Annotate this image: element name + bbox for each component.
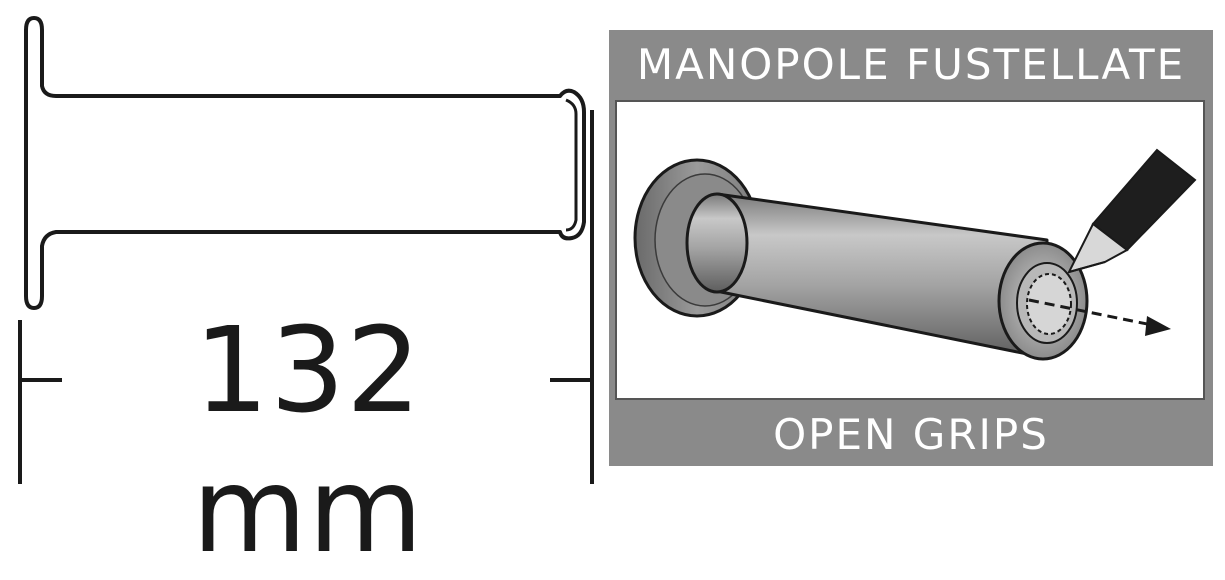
dashed-arrow-icon bbox=[1028, 298, 1158, 328]
open-grips-panel: MANOPOLE FUSTELLATE bbox=[609, 30, 1213, 466]
grip-body bbox=[715, 192, 1049, 360]
panel-subtitle-banner: OPEN GRIPS bbox=[773, 410, 1049, 459]
grip-profile-outline bbox=[24, 16, 586, 310]
knife-icon bbox=[1067, 148, 1197, 274]
panel-title-banner: MANOPOLE FUSTELLATE bbox=[636, 40, 1186, 89]
grip-end-detail bbox=[565, 98, 578, 232]
length-measurement-label: 132 mm bbox=[192, 301, 424, 579]
knife-edge bbox=[1068, 261, 1106, 273]
grip-body-start bbox=[685, 192, 749, 294]
arrow-head bbox=[1145, 316, 1171, 336]
grip-outline-drawing bbox=[18, 16, 594, 484]
grip-illustration bbox=[615, 100, 1205, 400]
